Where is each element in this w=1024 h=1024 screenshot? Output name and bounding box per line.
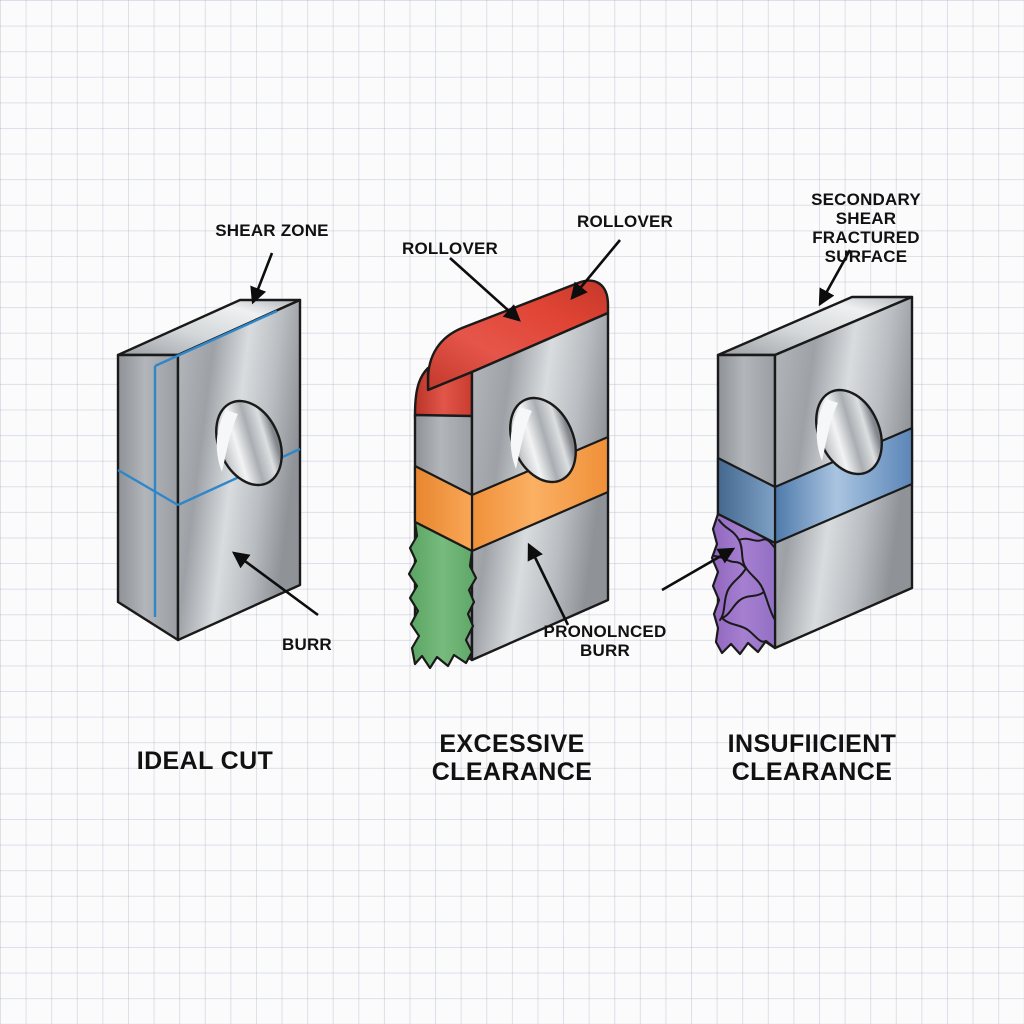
label-secondary-shear: SECONDARY SHEAR FRACTURED SURFACE [811, 190, 921, 267]
arrow-rollover-right [570, 239, 622, 300]
block2-hole [509, 396, 577, 484]
arrow-pronounced-burr [527, 542, 570, 626]
label-shear-zone: SHEAR ZONE [215, 221, 329, 240]
arrow-shear-zone [250, 252, 274, 305]
panel-title-insufficient-clearance: INSUFIICIENT CLEARANCE [727, 730, 897, 786]
block1-shear-zone-lines [117, 309, 301, 617]
callout-arrows [231, 239, 852, 626]
block-insufficient-clearance [710, 295, 914, 656]
block3-crack-lines [713, 519, 776, 643]
label-rollover-left: ROLLOVER [401, 239, 499, 258]
block-excessive-clearance [407, 279, 610, 670]
arrow-fractured-surface [661, 547, 736, 592]
label-pronounced-burr: PRONOLNCED BURR [543, 622, 667, 661]
label-burr: BURR [282, 635, 332, 654]
block1-hole [215, 399, 283, 487]
arrow-secondary-shear [818, 249, 852, 307]
label-rollover-right: ROLLOVER [576, 212, 674, 231]
panel-title-excessive-clearance: EXCESSIVE CLEARANCE [431, 730, 593, 786]
arrow-burr [231, 551, 319, 617]
block1-side-face [116, 353, 180, 642]
block2-fracture-burr [407, 520, 478, 670]
block-ideal-cut [116, 298, 302, 642]
block3-hole [815, 388, 883, 476]
arrow-rollover-left [449, 257, 521, 322]
panel-title-ideal-cut: IDEAL CUT [136, 747, 274, 775]
